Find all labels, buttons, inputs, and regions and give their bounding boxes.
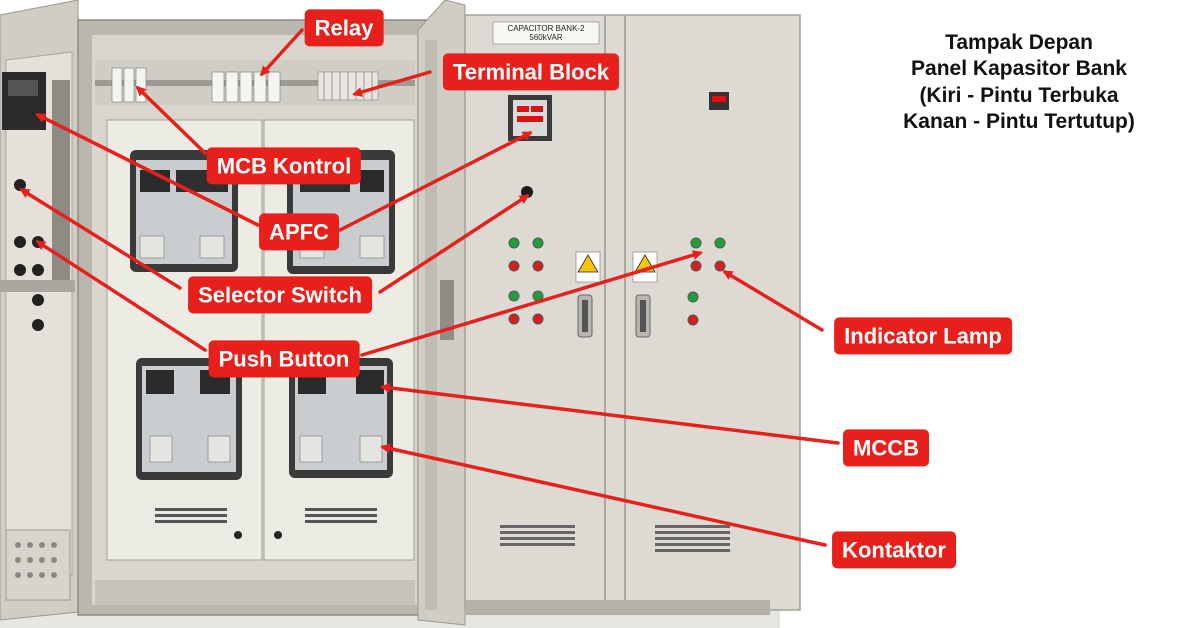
- selector-switch-knob: [521, 186, 533, 198]
- caption-line-4: Kanan - Pintu Tertutup): [903, 109, 1135, 133]
- open-cabinet: [77, 19, 431, 616]
- left-open-door: [0, 0, 79, 621]
- small-meter: [709, 92, 729, 110]
- label-terminal-block: Terminal Block: [442, 53, 620, 91]
- caption-line-2: Panel Kapasitor Bank: [911, 57, 1127, 81]
- terminal-block-row: [317, 71, 379, 101]
- lower-window-right: [289, 358, 393, 478]
- vent-grille: [5, 529, 71, 601]
- relay-row: [211, 71, 281, 103]
- nameplate-line-2: 560kVAR: [529, 33, 562, 42]
- warning-sign-right: [632, 251, 658, 283]
- label-kontaktor: Kontaktor: [832, 531, 956, 569]
- closed-cabinet: CAPACITOR BANK-2 560kVAR: [464, 14, 801, 615]
- door-handle-left: [577, 294, 593, 338]
- lower-window-left: [136, 358, 242, 480]
- right-open-door: [417, 0, 466, 626]
- top-rail-mcbs: [111, 67, 147, 103]
- caption-line-3: (Kiri - Pintu Terbuka: [919, 83, 1119, 107]
- door-handle-right: [635, 294, 651, 338]
- label-mcb-kontrol: MCB Kontrol: [206, 147, 362, 185]
- nameplate: CAPACITOR BANK-2 560kVAR: [492, 21, 600, 45]
- diagram-caption: Tampak Depan Panel Kapasitor Bank (Kiri …: [860, 30, 1178, 135]
- inner-vents: [155, 508, 377, 523]
- label-relay: Relay: [304, 9, 384, 47]
- label-mccb: MCCB: [843, 429, 929, 467]
- nameplate-line-1: CAPACITOR BANK-2: [507, 24, 585, 33]
- warning-sign-left: [575, 251, 601, 283]
- caption-line-1: Tampak Depan: [945, 31, 1093, 54]
- label-apfc: APFC: [259, 213, 339, 251]
- label-push-button: Push Button: [208, 340, 360, 378]
- label-indicator-lamp: Indicator Lamp: [834, 317, 1012, 355]
- apfc-meter: [508, 95, 552, 141]
- label-selector-switch: Selector Switch: [188, 276, 372, 314]
